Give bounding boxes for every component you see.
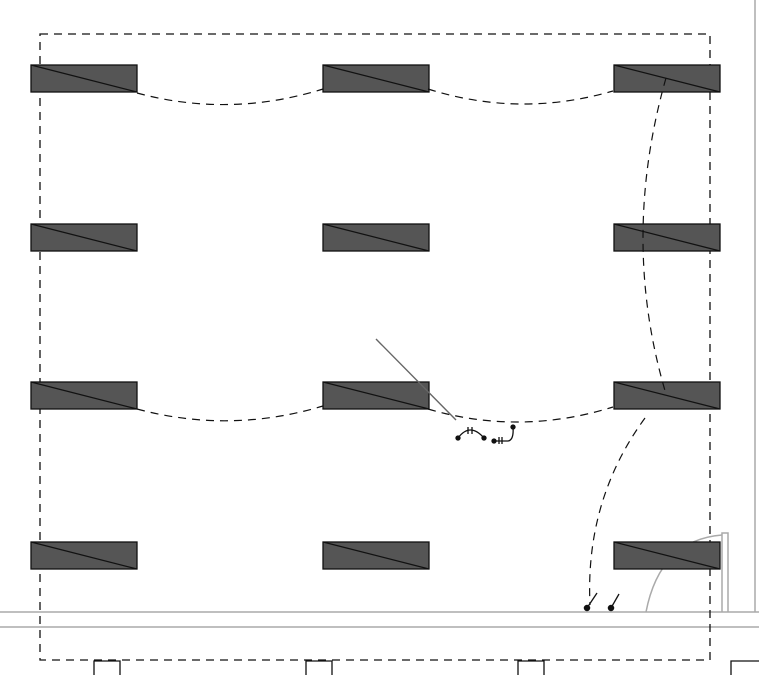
switch-outlet-pair — [583, 592, 620, 612]
home-run-arc-left — [457, 429, 485, 439]
corridor-fixture-3 — [517, 660, 545, 675]
home-run-dot-3 — [491, 438, 497, 444]
light-fixture-r1-c2 — [322, 64, 430, 93]
fixture-diagonal — [30, 541, 138, 570]
light-fixture-r1-c1 — [30, 64, 138, 93]
wiring-layer — [136, 77, 667, 606]
fixture-diagonal — [322, 541, 430, 570]
fixture-diagonal — [613, 64, 721, 93]
wiring-run-to-switches — [589, 417, 646, 606]
door-frame — [721, 532, 729, 612]
light-fixture-r1-c3 — [613, 64, 721, 93]
light-fixture-r4-c1 — [30, 541, 138, 570]
home-run-dot-4 — [510, 424, 516, 430]
fixture-diagonal — [30, 64, 138, 93]
building-walls — [0, 0, 759, 628]
wiring-run-r3-c1-c2 — [136, 405, 324, 422]
light-fixture-r2-c3 — [613, 223, 721, 252]
home-run-dot-1 — [455, 435, 461, 441]
fixture-diagonal — [322, 223, 430, 252]
fixture-diagonal — [613, 381, 721, 410]
fixture-diagonal — [30, 223, 138, 252]
switch-dot-2 — [607, 604, 615, 612]
wiring-run-r1-c2-c3 — [427, 88, 614, 105]
corridor-fixtures — [93, 660, 759, 675]
corridor-fixture-2 — [305, 660, 333, 675]
light-fixture-r4-c3 — [613, 541, 721, 570]
light-fixture-r4-c2 — [322, 541, 430, 570]
light-fixture-r2-c2 — [322, 223, 430, 252]
fixture-diagonal — [30, 381, 138, 410]
light-fixture-r3-c1 — [30, 381, 138, 410]
switch-dot-1 — [583, 604, 591, 612]
fixture-diagonal — [613, 541, 721, 570]
fixture-diagonal — [613, 223, 721, 252]
room-boundary — [39, 33, 711, 661]
light-fixture-r3-c3 — [613, 381, 721, 410]
home-run-dot-2 — [481, 435, 487, 441]
corridor-fixture-1 — [93, 660, 121, 675]
wiring-run-r1c3-r3c3 — [642, 77, 667, 395]
fixtures-layer — [30, 64, 721, 570]
corridor-fixture-4 — [730, 660, 759, 675]
home-run-symbols — [455, 424, 516, 444]
light-fixture-r3-c2 — [322, 381, 430, 410]
fixture-diagonal — [322, 64, 430, 93]
leader-line — [375, 338, 457, 421]
home-run-hook — [494, 426, 514, 442]
wiring-run-r1-c1-c2 — [136, 88, 324, 106]
fixture-diagonal — [322, 381, 430, 410]
light-fixture-r2-c1 — [30, 223, 138, 252]
